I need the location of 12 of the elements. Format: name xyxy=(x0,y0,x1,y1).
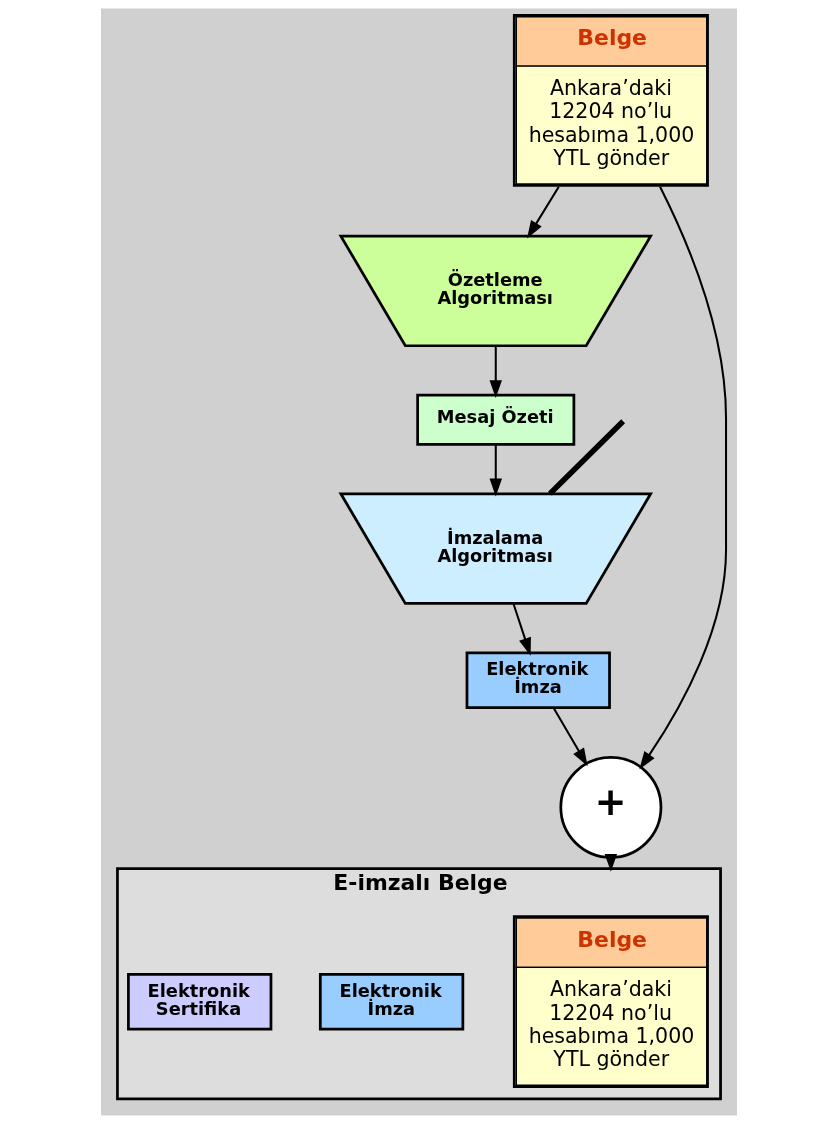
arrow xyxy=(512,603,531,656)
arrow xyxy=(489,345,502,399)
arrow xyxy=(527,186,560,239)
node-box: Mesaj Özeti xyxy=(416,393,576,446)
arrow xyxy=(639,186,728,770)
node-box: Elektronik Sertifika xyxy=(127,972,273,1031)
node-box: Elektronik İmza xyxy=(318,972,465,1031)
arrow xyxy=(489,444,502,497)
connector xyxy=(548,419,626,496)
arrow xyxy=(604,854,618,872)
arrow xyxy=(552,707,588,767)
node-box: Elektronik İmza xyxy=(465,651,611,709)
